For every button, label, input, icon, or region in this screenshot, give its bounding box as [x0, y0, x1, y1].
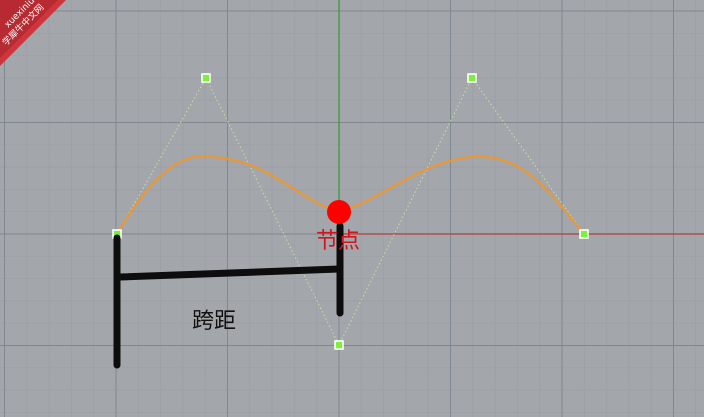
watermark-inner-fold [0, 0, 58, 58]
bracket-span-stroke [116, 265, 343, 281]
knot-marker [327, 200, 351, 224]
span-bracket [113, 222, 344, 369]
span-label: 跨距 [192, 309, 236, 334]
control-point[interactable] [201, 73, 211, 83]
watermark-logo: xuexiniu 学犀牛中文网 [0, 0, 66, 66]
control-polygon [116, 76, 585, 347]
control-point[interactable] [467, 73, 477, 83]
node-label: 节点 [316, 229, 360, 254]
control-point[interactable] [579, 229, 589, 239]
control-points [112, 73, 589, 350]
control-point[interactable] [334, 340, 344, 350]
